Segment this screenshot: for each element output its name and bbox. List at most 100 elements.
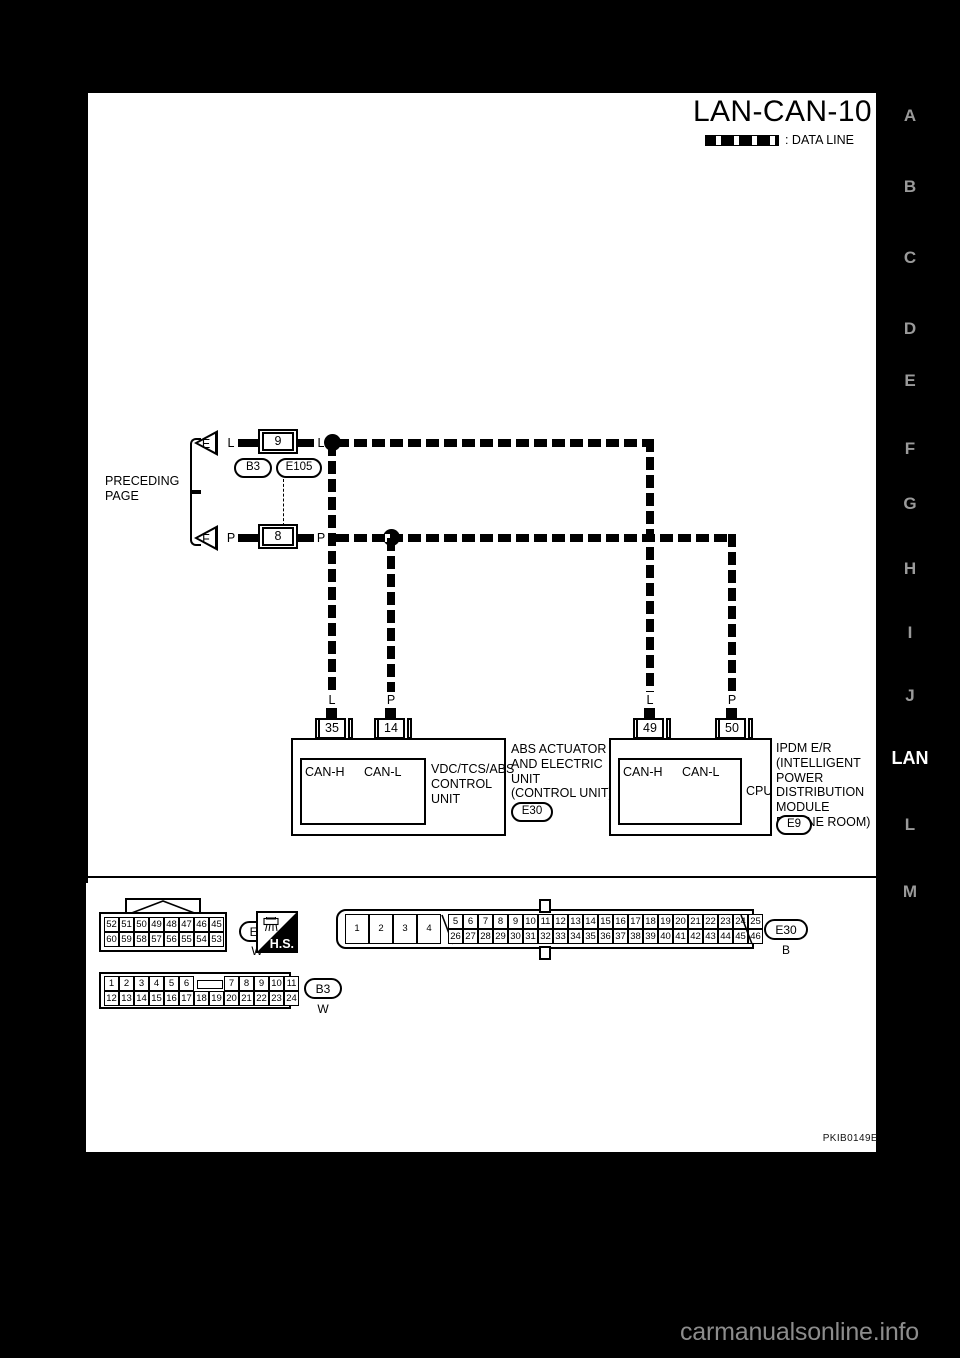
pin-cell: 10 — [269, 976, 284, 991]
ecu-inner-label-vdc: VDC/TCS/ABS CONTROL UNIT — [431, 762, 515, 806]
pin-cell: 1 — [104, 976, 119, 991]
terminal-color-ipdm-can-l: P — [727, 693, 737, 707]
pin-cell: 59 — [119, 932, 134, 947]
pin-cell: 54 — [194, 932, 209, 947]
index-item-i[interactable]: I — [907, 623, 913, 642]
connector-e9-top-row: 52 51 50 49 48 47 46 45 — [104, 917, 224, 932]
ecu-caption-ipdm-er: IPDM E/R (INTELLIGENT POWER DISTRIBUTION… — [776, 741, 871, 829]
pin-cell: 51 — [119, 917, 134, 932]
index-item-lan[interactable]: LAN — [891, 748, 929, 768]
pin-cell: 11 — [284, 976, 299, 991]
connector-b3-bottom-row: 12 13 14 15 16 17 18 19 20 21 22 23 24 — [104, 991, 299, 1006]
connector-tag-e105[interactable]: E105 — [276, 458, 322, 478]
index-item-m[interactable]: M — [902, 882, 918, 901]
pin-cell: 8 — [493, 914, 508, 929]
pin-cell: 47 — [179, 917, 194, 932]
pin-cell: 23 — [269, 991, 284, 1006]
off-page-arrow-f-inner — [198, 529, 215, 547]
ecu-inner-vdc-tcs-abs — [300, 758, 426, 825]
index-item-b[interactable]: B — [903, 177, 917, 196]
pin-cell: 35 — [583, 929, 598, 944]
pin-cell: 31 — [523, 929, 538, 944]
pin-cell: 52 — [104, 917, 119, 932]
connector-color-code-e30: B — [781, 943, 790, 957]
pin-cell: 14 — [583, 914, 598, 929]
pin-cell: 45 — [209, 917, 224, 932]
section-index-rail: A B C D E F G H I J LAN L M — [880, 93, 960, 1093]
data-line-dash-swatch — [704, 134, 779, 146]
index-item-e[interactable]: E — [904, 371, 916, 390]
index-item-d[interactable]: D — [903, 319, 917, 338]
pin-cell: 21 — [239, 991, 254, 1006]
pin-cell: 23 — [718, 914, 733, 929]
pin-cell: 4 — [417, 914, 441, 944]
terminal-pin-abs-14: 14 — [377, 718, 405, 739]
pin-cell: 3 — [393, 914, 417, 944]
pin-cell: 26 — [448, 929, 463, 944]
pin-cell: 60 — [104, 932, 119, 947]
ecu-connector-id-e30[interactable]: E30 — [511, 802, 553, 822]
pin-cell: 36 — [598, 929, 613, 944]
off-page-arrow-e-inner — [198, 434, 215, 452]
pin-cell: 2 — [119, 976, 134, 991]
data-line-legend: : DATA LINE — [704, 133, 854, 147]
pin-cell: 20 — [224, 991, 239, 1006]
pin-cell: 16 — [613, 914, 628, 929]
ecu-connector-id-e9[interactable]: E9 — [776, 815, 812, 835]
pin-cell: 32 — [538, 929, 553, 944]
pin-cell: 9 — [508, 914, 523, 929]
preceding-page-label: PRECEDING PAGE — [105, 474, 180, 504]
connector-id-tag-b3[interactable]: B3 — [304, 978, 342, 999]
index-item-f[interactable]: F — [904, 439, 916, 458]
pin-cell: 11 — [538, 914, 553, 929]
ecu-signal-abs-can-h: CAN-H — [305, 765, 345, 779]
pin-cell: 22 — [254, 991, 269, 1006]
pin-cell: 10 — [523, 914, 538, 929]
wire-color-label-e-left: L — [227, 436, 235, 450]
index-item-c[interactable]: C — [903, 248, 917, 267]
pin-cell: 34 — [568, 929, 583, 944]
index-item-l[interactable]: L — [904, 815, 916, 834]
pin-cell: 28 — [478, 929, 493, 944]
can-l-drop-abs — [387, 538, 395, 692]
pin-cell: 16 — [164, 991, 179, 1006]
pin-bracket-right-14 — [407, 718, 412, 739]
wire-lead-f-left — [238, 534, 262, 542]
pin-cell: 2 — [369, 914, 393, 944]
pin-cell: 14 — [134, 991, 149, 1006]
pin-cell: 19 — [209, 991, 224, 1006]
pin-cell: 6 — [463, 914, 478, 929]
page-title: LAN-CAN-10 — [692, 95, 872, 128]
pin-cell: 43 — [703, 929, 718, 944]
connector-e30-grid: 5 6 7 8 9 10 11 12 13 14 15 16 17 18 19 … — [448, 914, 763, 944]
pin-cell: 17 — [179, 991, 194, 1006]
pin-cell: 3 — [134, 976, 149, 991]
pin-cell: 20 — [673, 914, 688, 929]
connector-color-code-b3: W — [317, 1002, 329, 1016]
pin-cell: 37 — [613, 929, 628, 944]
terminal-pin-abs-35: 35 — [318, 718, 346, 739]
connector-tag-b3[interactable]: B3 — [234, 458, 272, 478]
index-item-h[interactable]: H — [903, 559, 917, 578]
pin-cell: 12 — [553, 914, 568, 929]
ecu-signal-ipdm-can-h: CAN-H — [623, 765, 663, 779]
connector-e30-key-bottom — [539, 946, 551, 960]
wire-lead-e-right — [296, 439, 314, 447]
pin-cell: 40 — [658, 929, 673, 944]
ecu-inner-cpu — [618, 758, 742, 825]
pin-cell: 44 — [718, 929, 733, 944]
index-item-a[interactable]: A — [903, 106, 917, 125]
pin-cell: 39 — [643, 929, 658, 944]
pin-bracket-right-49 — [666, 718, 671, 739]
pin-cell: 1 — [345, 914, 369, 944]
index-item-j[interactable]: J — [905, 686, 915, 705]
pin-cell: 7 — [224, 976, 239, 991]
connector-id-tag-e30[interactable]: E30 — [764, 919, 808, 940]
pin-cell: 22 — [703, 914, 718, 929]
index-item-g[interactable]: G — [903, 494, 917, 513]
connector-e30-diagonal-right — [740, 914, 753, 945]
terminal-pin-ipdm-49: 49 — [636, 718, 664, 739]
pin-cell: 56 — [164, 932, 179, 947]
pin-cell: 4 — [149, 976, 164, 991]
connector-e30-wide-row: 1 2 3 4 — [345, 914, 441, 944]
